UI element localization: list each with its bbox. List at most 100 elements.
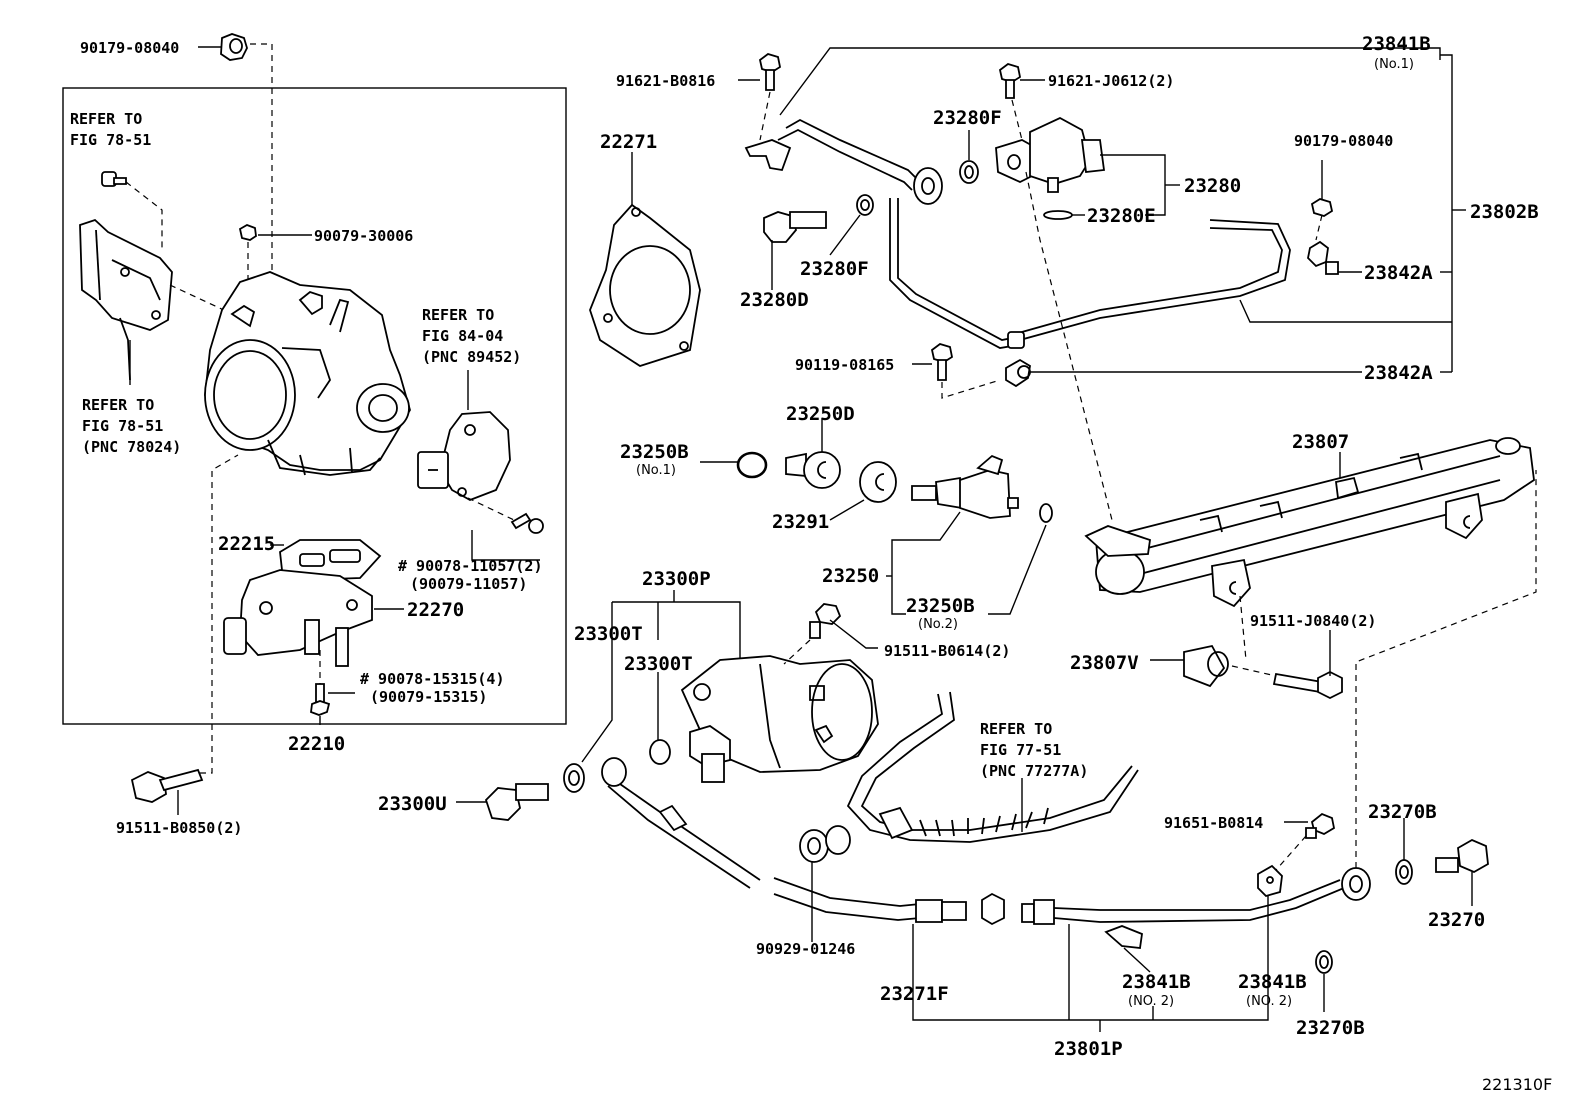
leader-line [1025,171,1113,521]
nut-part [1310,198,1334,217]
leader-line [1011,99,1023,141]
callout-label: FIG 84-04 [422,327,503,345]
screw-part [310,683,331,716]
callout-label: 23280 [1184,175,1241,197]
callout-label: 23841B [1238,971,1307,993]
bolt-part [998,63,1022,99]
leader-line [1231,665,1277,677]
gasket-part [563,763,585,793]
callout-label: 23250B [906,595,975,617]
gasket-part [1315,950,1333,974]
callout-label: REFER TO [422,306,494,324]
callout-label: 23300T [624,653,693,675]
leader-line [612,601,741,660]
callout-label: (PNC 89452) [422,348,521,366]
leader-line [829,499,865,521]
callout-label: 91511-B0614(2) [884,642,1010,660]
washer-part [860,199,870,211]
washer-part [964,165,974,179]
leader-line [1239,595,1247,661]
callout-label: FIG 78-51 [70,131,151,149]
callout-label: (No.1) [1374,57,1414,72]
bolt-part [930,343,954,381]
bolt-part [101,171,127,187]
figure-id: 221310F [1482,1075,1552,1094]
callout-label: 22210 [288,733,345,755]
washer-part [856,194,874,216]
leader-line [988,524,1047,615]
callout-label: 91621-J0612(2) [1048,72,1174,90]
idle-speed-control-valve-part [223,569,373,667]
callout-label: 23300U [378,793,447,815]
callout-label: 90929-01246 [756,940,855,958]
callout-label: 23802B [1470,201,1539,223]
callout-label: 23250B [620,441,689,463]
callout-label: # 90078-11057(2) [398,557,543,575]
hose-clip-part [799,825,851,863]
callout-label: 23300P [642,568,711,590]
collar-part [1183,644,1229,688]
fuel-pulsation-damper-part [680,655,879,783]
leader-line [1315,214,1323,241]
callout-label: 23841B [1122,971,1191,993]
callout-label: FIG 77-51 [980,741,1061,759]
gasket-part [279,539,382,581]
callout-label: 23300T [574,623,643,645]
leader-line [200,454,239,774]
fuel-pressure-regulator-part [995,116,1106,193]
fuel-return-pipe-part [889,198,1291,349]
callout-label: (No.2) [918,617,958,632]
fuel-tube-part [744,118,943,205]
callout-label: FIG 78-51 [82,417,163,435]
leader-line [783,639,811,665]
leader-line [829,214,861,256]
callout-label: 23280F [933,107,1002,129]
fuel-hose-part [601,757,1005,926]
callout-label: 23842A [1364,262,1433,284]
callout-label: (No.1) [636,463,676,478]
callout-label: 91511-J0840(2) [1250,612,1376,630]
nut-part [238,224,257,241]
flange-bolt-part [1272,670,1343,700]
throttle-body-gasket-part [589,203,701,367]
callout-label: 22271 [600,131,657,153]
callout-label: 23280D [740,289,809,311]
leader-line [759,91,771,141]
flange-bolt-part [809,603,842,639]
callout-label: 23280F [800,258,869,280]
callout-label: 90079-30006 [314,227,413,245]
callout-label: 22270 [407,599,464,621]
callout-label: (NO. 2) [1246,994,1292,1009]
callout-label: 90179-08040 [80,39,179,57]
callout-label: (NO. 2) [1128,994,1174,1009]
fuel-tube-assembly-part [1021,864,1371,925]
callout-label: 23291 [772,511,829,533]
throttle-position-sensor-part [417,411,511,501]
callout-label: 23801P [1054,1038,1123,1060]
leader-line [829,619,878,649]
leader-line [891,511,961,615]
leader-line [1355,470,1537,868]
vacuum-hose-part [846,691,1139,843]
leader-line [467,497,515,521]
leader-line [169,284,229,313]
callout-label: 23271F [880,983,949,1005]
insulator-part [785,451,841,489]
callout-label: (PNC 77277A) [980,762,1088,780]
gasket-part [649,739,671,765]
leader-line [471,530,540,561]
callout-label: # 90078-15315(4) [360,670,505,688]
bracket-part [1104,925,1143,949]
leader-line [912,896,1269,1021]
callout-labels: 90179-08040 REFER TO FIG 78-51 90079-300… [70,33,1552,1094]
callout-label: 23250 [822,565,879,587]
leader-line [941,379,1001,399]
bracket-part [79,218,173,381]
callout-label: 23807 [1292,431,1349,453]
callout-label: 23250D [786,403,855,425]
bolt-part [1305,812,1336,839]
callout-label: 91651-B0814 [1164,814,1263,832]
screw-part [510,512,544,534]
